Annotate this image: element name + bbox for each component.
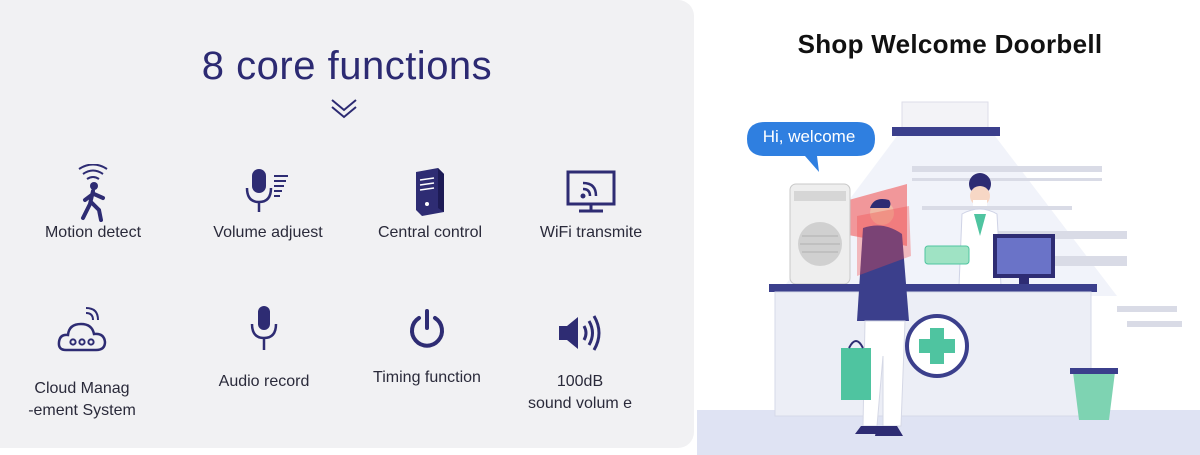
feature-label: Timing function	[373, 369, 481, 386]
feature-central-control: Central control	[345, 166, 515, 244]
ceiling-lamp	[892, 127, 1000, 136]
feature-sound-volume: 100dB sound volum e	[495, 314, 665, 415]
shop-title: Shop Welcome Doorbell	[797, 29, 1103, 59]
feature-label: Cloud Manag -ement System	[28, 380, 136, 419]
back-shelves	[912, 166, 1182, 327]
feature-label: WiFi transmite	[539, 224, 643, 241]
tower-computer-icon	[416, 168, 444, 216]
feature-wifi-transmit: WiFi transmite	[506, 168, 676, 244]
microphone-icon	[250, 306, 278, 350]
shopping-bag	[841, 348, 871, 400]
features-panel: 8 core functions Motion detect Volume ad…	[0, 0, 694, 448]
features-title: 8 core functions	[201, 44, 493, 88]
feature-label: Central control	[377, 224, 483, 241]
feature-label: Motion detect	[44, 224, 142, 241]
speaker-icon	[559, 315, 601, 351]
counter-top	[769, 284, 1097, 292]
feature-timing-function: Timing function	[342, 308, 512, 389]
cloud-icon	[57, 307, 107, 352]
speech-bubble	[747, 122, 875, 172]
feature-label: 100dB sound volum e	[527, 373, 633, 412]
feature-motion-detect: Motion detect	[8, 164, 178, 244]
feature-volume-adjust: Volume adjuest	[183, 166, 353, 244]
customer	[841, 199, 911, 436]
feature-audio-record: Audio record	[179, 304, 349, 393]
power-icon	[410, 309, 444, 348]
speech-bubble-text: Hi, welcome	[762, 127, 856, 146]
counter-monitor	[993, 234, 1055, 288]
feature-label: Audio record	[218, 373, 310, 390]
trash-bin	[1073, 372, 1115, 420]
pharmacist	[924, 173, 1002, 287]
motion-detect-icon	[78, 164, 108, 222]
floor	[697, 410, 1200, 455]
microphone-volume-icon	[245, 169, 288, 212]
wifi-monitor-icon	[566, 170, 616, 213]
feature-label: Volume adjuest	[213, 224, 323, 241]
shop-illustration	[697, 101, 1200, 455]
feature-cloud-management: Cloud Manag -ement System	[0, 304, 167, 422]
double-chevron-down-icon	[331, 99, 357, 119]
